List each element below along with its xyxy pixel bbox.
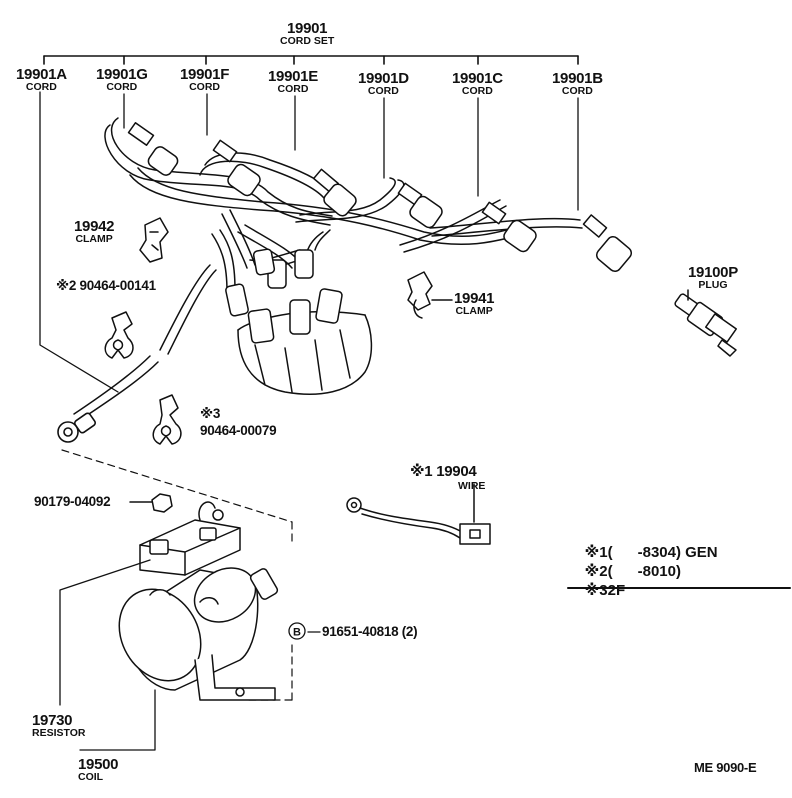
resistor-caption: RESISTOR [32, 727, 86, 739]
cord-number: 19901C [452, 70, 503, 87]
cord-caption: CORD [461, 85, 493, 97]
cord-number: 19901A [16, 66, 67, 83]
clamp-number: 19942 [74, 218, 115, 235]
clamp-19941-label: 19941 CLAMP [454, 290, 495, 317]
cord-number: 19901B [552, 70, 603, 87]
note-mark: ※3 [584, 582, 608, 599]
wire-caption: WIRE [458, 480, 486, 492]
bolt-badge-letter: B [293, 627, 301, 639]
wire-number: 19904 [436, 463, 477, 480]
coil-cord-terminal [57, 412, 97, 443]
cord-leaders [39, 91, 579, 393]
distributor-cap [225, 248, 373, 395]
plug-label: 19100P PLUG [688, 264, 738, 291]
clip-90464-00079-drawing [152, 394, 182, 445]
plug-number: 19100P [688, 264, 738, 281]
resistor-number: 19730 [32, 712, 73, 729]
cord-number: 19901F [180, 66, 230, 83]
cord-set-caption: CORD SET [280, 35, 335, 47]
cord-caption: CORD [367, 85, 399, 97]
clip-2-number: 90464-00141 [79, 278, 157, 293]
cord-19901e-label: 19901E CORD [268, 68, 318, 95]
cord-set-bracket [43, 55, 579, 65]
clamp-number: 19941 [454, 290, 495, 307]
cord-set-label: 19901 CORD SET [280, 20, 334, 47]
cord-caption: CORD [277, 83, 309, 95]
bolt-number: 91651-40818 (2) [322, 624, 418, 639]
cord-19901f-label: 19901F CORD [180, 66, 229, 93]
resistor-drawing [139, 501, 241, 576]
cord-caption: CORD [189, 81, 220, 93]
spark-plug-drawing [674, 289, 737, 357]
nut-drawing [129, 493, 173, 513]
clip-3-number: 90464-00079 [200, 423, 277, 438]
note-mark: ※1 [584, 544, 608, 561]
clip-3-mark: ※3 [200, 406, 221, 421]
note-1: ※1( -8304) GEN [568, 526, 718, 578]
note-text: ( -8304) GEN [607, 544, 718, 561]
reference-code: ME 9090-E [694, 760, 757, 775]
cord-number: 19901G [96, 66, 148, 83]
note-2: ※2( -8010) [568, 545, 681, 597]
note-3: ※32F [568, 564, 625, 616]
clamp-19942-label: 19942 CLAMP [74, 218, 115, 245]
bottom-leaders [59, 559, 321, 751]
cord-set-number: 19901 [287, 20, 328, 37]
nut-number: 90179-04092 [34, 494, 111, 509]
cord-number: 19901E [268, 68, 318, 85]
cord-caption: CORD [561, 85, 593, 97]
cord-caption: CORD [25, 81, 57, 93]
wire-label: ※1 19904 [410, 462, 477, 480]
wire-mark: ※1 [410, 463, 433, 480]
coil-number: 19500 [78, 756, 119, 773]
clamp-caption: CLAMP [455, 305, 493, 317]
note-text: 2F [607, 582, 626, 599]
clip-2-label: ※2 90464-00141 [56, 278, 156, 294]
cord-caption: CORD [106, 81, 138, 93]
cord-19901a-label: 19901A CORD [16, 66, 67, 93]
clip-2-mark: ※2 [56, 278, 77, 293]
clamp-19942-drawing [139, 217, 169, 263]
clip-90464-00141-drawing [104, 311, 134, 359]
clamp-caption: CLAMP [75, 233, 113, 245]
wire-19904-drawing [346, 483, 491, 545]
cord-19901g-label: 19901G CORD [96, 66, 148, 93]
cord-number: 19901D [358, 70, 409, 87]
cord-19901b-label: 19901B CORD [552, 70, 603, 97]
bolt-badge-circle [288, 622, 306, 640]
clamp-19941-drawing [407, 271, 453, 319]
cord-19901c-label: 19901C CORD [452, 70, 503, 97]
coil-caption: COIL [78, 771, 104, 783]
plug-caption: PLUG [698, 279, 728, 291]
coil-drawing [118, 567, 279, 701]
note-text: ( -8010) [607, 563, 681, 580]
plug-boots [127, 122, 633, 273]
note-mark: ※2 [584, 563, 608, 580]
cord-19901d-label: 19901D CORD [358, 70, 409, 97]
coil-label: 19500 COIL [78, 756, 119, 783]
resistor-label: 19730 RESISTOR [32, 712, 85, 739]
